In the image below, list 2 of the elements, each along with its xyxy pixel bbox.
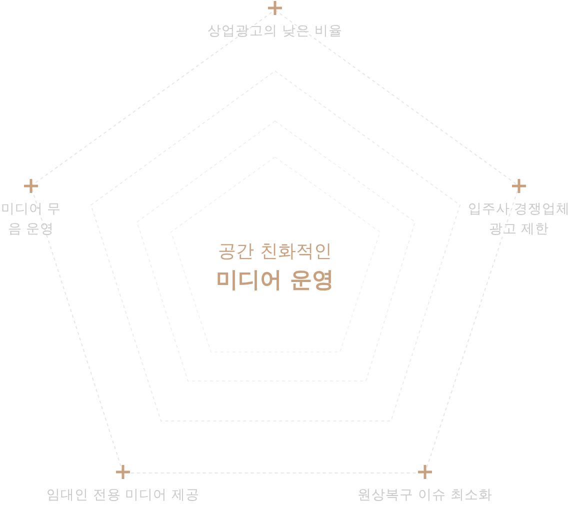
- center-subtitle: 공간 친화적인: [217, 240, 333, 263]
- center-title: 미디어 운영: [215, 267, 335, 295]
